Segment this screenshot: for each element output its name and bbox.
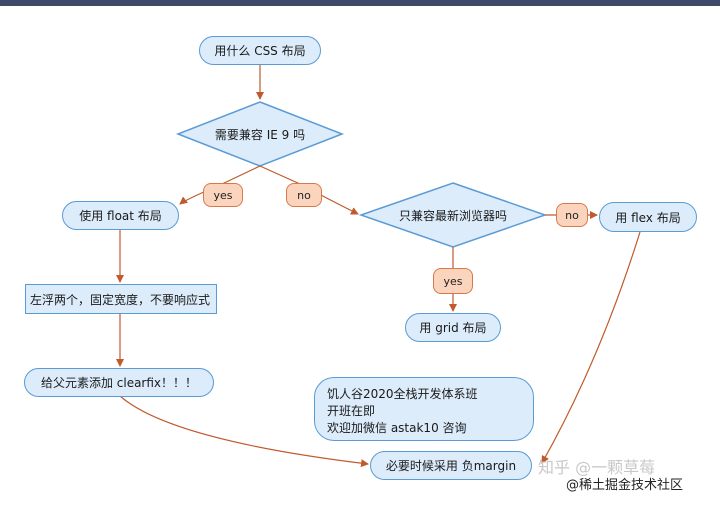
label-no-flex: no — [556, 203, 588, 227]
promo-box: 饥人谷2020全栈开发体系班 开班在即 欢迎加微信 astak10 咨询 — [314, 377, 534, 441]
node-grid: 用 grid 布局 — [405, 313, 501, 342]
node-start: 用什么 CSS 布局 — [199, 36, 321, 65]
watermark-juejin: @稀土掘金技术社区 — [566, 478, 684, 493]
node-newest-label: 只兼容最新浏览器吗 — [398, 208, 507, 223]
promo-line-1: 饥人谷2020全栈开发体系班 — [327, 387, 478, 401]
edge-flex-margin — [541, 231, 641, 464]
node-margin: 必要时候采用 负margin — [370, 451, 532, 480]
node-clearfix: 给父元素添加 clearfix！！！ — [24, 368, 214, 397]
label-no-newest: no — [286, 183, 322, 207]
node-ie9-label: 需要兼容 IE 9 吗 — [214, 127, 306, 142]
top-bar — [0, 0, 720, 6]
promo-line-2: 开班在即 — [327, 404, 376, 418]
label-yes-float: yes — [203, 183, 243, 207]
watermark-zhihu: 知乎 @一颗草莓 — [538, 458, 656, 477]
node-float-note: 左浮两个，固定宽度，不要响应式 — [25, 284, 217, 314]
node-flex: 用 flex 布局 — [599, 202, 697, 232]
edge-clearfix-margin — [119, 395, 369, 468]
node-float: 使用 float 布局 — [62, 201, 179, 230]
promo-line-3: 欢迎加微信 astak10 咨询 — [327, 421, 467, 435]
label-yes-grid: yes — [433, 268, 473, 294]
